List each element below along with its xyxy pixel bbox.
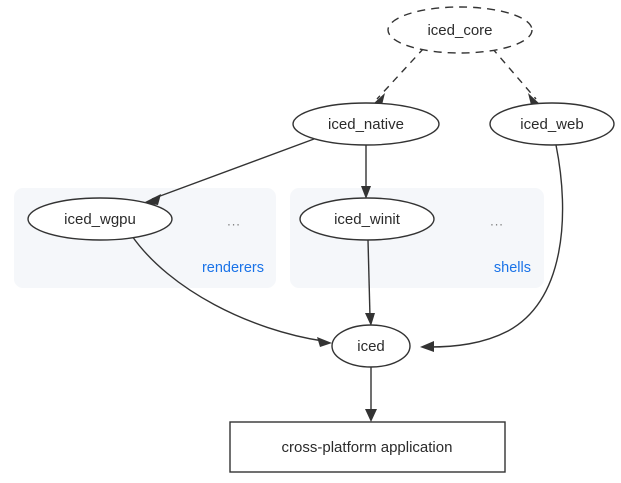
- edge-winit-to-iced-arrow: [365, 313, 375, 326]
- edge-iced-to-application-arrow: [365, 409, 377, 422]
- node-iced-winit-shape[interactable]: [299, 197, 435, 241]
- node-iced-shape[interactable]: [331, 324, 411, 368]
- cluster-renderers-label: renderers: [202, 260, 264, 276]
- node-iced-native[interactable]: iced_native: [292, 102, 440, 146]
- node-iced-wgpu-label: iced_wgpu: [64, 211, 136, 228]
- node-iced-web-label: iced_web: [520, 116, 583, 133]
- node-iced-web-shape[interactable]: [489, 102, 615, 146]
- edge-core-to-web-line: [491, 47, 537, 100]
- node-iced-label: iced: [357, 338, 385, 355]
- node-iced-winit-label: iced_winit: [334, 211, 401, 228]
- edge-native-to-winit-arrow: [361, 186, 371, 199]
- edge-native-to-wgpu-line: [151, 138, 315, 200]
- edge-winit-to-iced: [365, 239, 375, 326]
- node-application[interactable]: cross-platform application: [229, 421, 506, 473]
- node-application-label: cross-platform application: [282, 439, 453, 456]
- node-application-shape[interactable]: [229, 421, 506, 473]
- renderers-more-icon: ...: [227, 213, 241, 228]
- node-iced-core[interactable]: iced_core: [387, 6, 533, 54]
- edge-wgpu-to-iced-line: [131, 235, 324, 342]
- edge-core-to-web-arrow: [528, 93, 542, 106]
- edge-native-to-winit: [361, 145, 371, 199]
- shells-more-icon: ...: [490, 213, 504, 228]
- edge-web-to-iced-arrow: [420, 341, 434, 352]
- edge-core-to-native: [371, 47, 425, 106]
- node-iced-core-label: iced_core: [427, 22, 492, 39]
- edge-core-to-web: [491, 47, 542, 106]
- node-iced-web[interactable]: iced_web: [489, 102, 615, 146]
- edge-native-to-wgpu: [143, 138, 315, 205]
- node-iced-native-label: iced_native: [328, 116, 404, 133]
- node-iced-wgpu-shape[interactable]: [27, 197, 173, 241]
- node-iced[interactable]: iced: [331, 324, 411, 368]
- node-iced-core-shape[interactable]: [387, 6, 533, 54]
- edge-core-to-native-line: [376, 47, 425, 100]
- edge-winit-to-iced-line: [367, 239, 371, 318]
- cluster-shells-label: shells: [494, 260, 531, 276]
- node-iced-winit[interactable]: iced_winit: [299, 197, 435, 241]
- edge-web-to-iced: [420, 144, 564, 352]
- edge-wgpu-to-iced: [131, 235, 332, 347]
- node-iced-wgpu[interactable]: iced_wgpu: [27, 197, 173, 241]
- edge-web-to-iced-line: [428, 144, 564, 348]
- edge-iced-to-application: [365, 367, 377, 422]
- edge-wgpu-to-iced-arrow: [317, 337, 332, 347]
- node-iced-native-shape[interactable]: [292, 102, 440, 146]
- edge-native-to-wgpu-arrow: [143, 194, 161, 205]
